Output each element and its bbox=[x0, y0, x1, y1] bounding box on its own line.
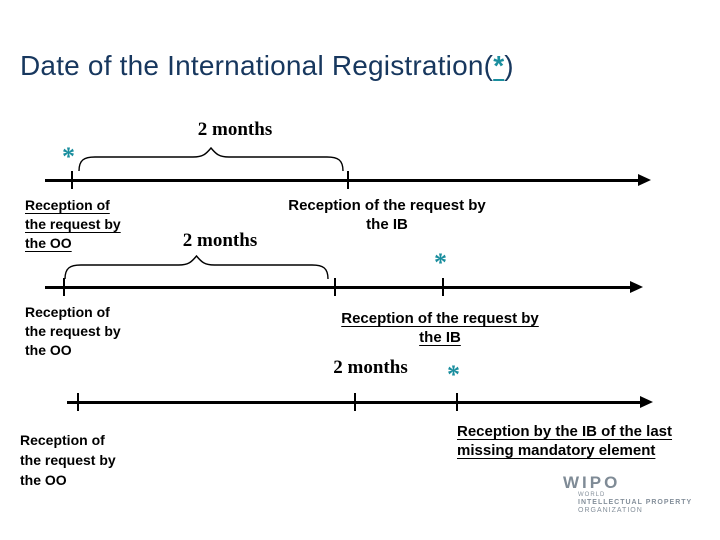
timeline2-asterisk-icon: * bbox=[434, 248, 447, 277]
timeline1-axis bbox=[45, 179, 640, 182]
label-line: the OO bbox=[25, 235, 72, 251]
wipo-logo-acronym: WIPO bbox=[563, 473, 621, 492]
timeline1-tick-start bbox=[71, 171, 73, 189]
label-line: Reception of the request by bbox=[341, 310, 539, 327]
timeline2-brace-icon bbox=[64, 255, 329, 280]
timeline3-start-label: Reception of the request by the OO bbox=[20, 430, 170, 490]
label-line: the IB bbox=[419, 329, 461, 346]
timeline1-brace-icon bbox=[78, 147, 344, 172]
label-line: missing mandatory element bbox=[457, 442, 656, 459]
timeline2-axis bbox=[45, 286, 632, 289]
timeline3-tick-end bbox=[456, 393, 458, 411]
wipo-logo-line-organization: ORGANIZATION bbox=[578, 507, 643, 514]
timeline2-tick-end bbox=[442, 278, 444, 296]
label-line: the request by bbox=[25, 216, 121, 232]
label-line: the OO bbox=[25, 342, 72, 358]
wipo-logo: WIPO WORLD INTELLECTUAL PROPERTY ORGANIZ… bbox=[563, 474, 692, 515]
timeline3-end-label: Reception by the IB of the last missing … bbox=[457, 422, 702, 460]
page-title: Date of the International Registration(*… bbox=[20, 50, 680, 82]
timeline1-duration-label: 2 months bbox=[197, 119, 273, 140]
timeline3-arrowhead-icon bbox=[640, 396, 653, 408]
timeline3-duration-label: 2 months bbox=[333, 357, 408, 378]
page-title-text: Date of the International Registration( bbox=[20, 50, 494, 81]
timeline2-tick-start bbox=[63, 278, 65, 296]
timeline1-start-label: Reception of the request by the OO bbox=[25, 196, 175, 253]
timeline2-duration-label: 2 months bbox=[182, 230, 258, 251]
timeline2-arrowhead-icon bbox=[630, 281, 643, 293]
label-line: the IB bbox=[366, 216, 408, 233]
timeline2-tick-mid bbox=[334, 278, 336, 296]
page-title-close-paren: ) bbox=[504, 50, 514, 81]
timeline2-start-label: Reception of the request by the OO bbox=[25, 303, 175, 360]
wipo-logo-line-world: WORLD bbox=[578, 492, 606, 498]
label-line: Reception of bbox=[25, 304, 110, 320]
label-line: Reception of bbox=[25, 197, 110, 213]
wipo-logo-line-intellectual-property: INTELLECTUAL PROPERTY bbox=[578, 499, 693, 506]
label-line: Reception by the IB of the last bbox=[457, 423, 673, 440]
timeline3-asterisk-icon: * bbox=[447, 360, 460, 389]
timeline2-end-label: Reception of the request by the IB bbox=[330, 309, 550, 347]
label-line: the request by bbox=[25, 323, 121, 339]
timeline3-tick-start bbox=[77, 393, 79, 411]
title-asterisk-link[interactable]: * bbox=[493, 50, 505, 81]
timeline1-arrowhead-icon bbox=[638, 174, 651, 186]
label-line: the OO bbox=[20, 472, 67, 488]
timeline3-tick-mid bbox=[354, 393, 356, 411]
timeline1-tick-end bbox=[347, 171, 349, 189]
label-line: Reception of the request by bbox=[288, 197, 486, 214]
timeline1-asterisk-icon: * bbox=[62, 142, 75, 171]
label-line: Reception of bbox=[20, 432, 105, 448]
label-line: the request by bbox=[20, 452, 116, 468]
timeline1-end-label: Reception of the request by the IB bbox=[258, 196, 516, 234]
